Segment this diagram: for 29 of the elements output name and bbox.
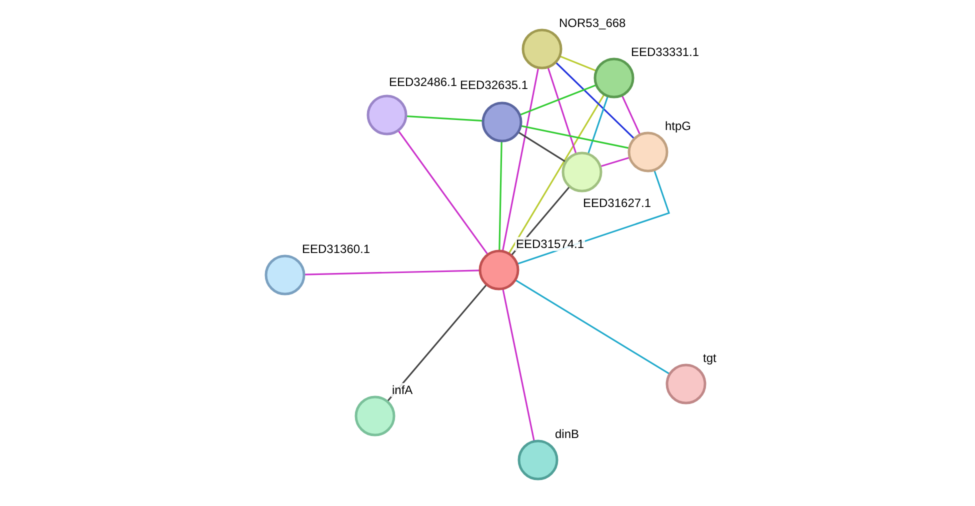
- interaction-line: [514, 279, 670, 375]
- protein-label: EED32486.1: [388, 75, 458, 89]
- interaction-line: [502, 288, 535, 442]
- interaction-line: [304, 270, 480, 276]
- interaction-line: [397, 130, 489, 256]
- interaction-line: [621, 94, 641, 136]
- protein-label: tgt: [702, 351, 718, 365]
- protein-label: htpG: [664, 119, 692, 133]
- interaction-line: [502, 68, 540, 252]
- interaction-line: [600, 156, 630, 168]
- interaction-line: [386, 284, 488, 402]
- interaction-line: [519, 84, 597, 116]
- interaction-line: [406, 115, 484, 122]
- protein-label: EED31360.1: [301, 242, 372, 256]
- interaction-line: [498, 140, 502, 252]
- interaction-line: [508, 94, 605, 254]
- interaction-line: [547, 66, 577, 154]
- interaction-line: [520, 125, 630, 149]
- interaction-line: [587, 96, 609, 154]
- interaction-line: [559, 55, 597, 72]
- interaction-line: [555, 62, 635, 140]
- protein-label: EED31574.1: [515, 237, 586, 251]
- protein-label: dinB: [554, 427, 580, 441]
- interaction-line: [518, 131, 566, 163]
- protein-label: EED31627.1: [582, 196, 652, 210]
- protein-label: EED33331.1: [630, 45, 700, 59]
- protein-label: EED32635.1: [459, 78, 530, 92]
- protein-label: NOR53_668: [558, 16, 627, 30]
- protein-label: infA: [391, 383, 414, 397]
